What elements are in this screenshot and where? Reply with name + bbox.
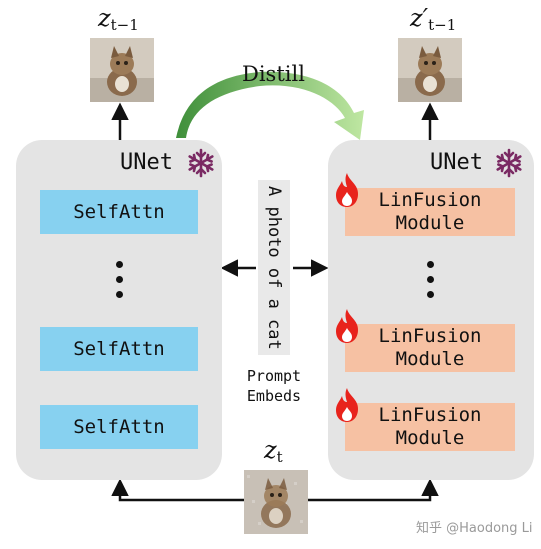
self-attn-block: SelfAttn xyxy=(40,405,198,449)
distill-label: Distill xyxy=(242,62,305,86)
input-route-right xyxy=(307,478,439,502)
ellipsis-dots-right xyxy=(425,261,435,306)
cat-image-input xyxy=(244,470,308,534)
snowflake-icon xyxy=(496,148,522,178)
z-prev-prime-label: z′t−1 xyxy=(410,4,457,34)
flame-icon xyxy=(336,388,358,422)
linfusion-module-block: LinFusion Module xyxy=(345,324,515,372)
linfusion-module-block: LinFusion Module xyxy=(345,403,515,451)
distill-arrow xyxy=(176,71,364,140)
z-t-label: zt xyxy=(264,436,283,466)
watermark-text: 知乎 @Haodong Li xyxy=(416,521,533,536)
prompt-embeds-label: Prompt Embeds xyxy=(228,366,320,406)
snowflake-icon xyxy=(188,148,214,178)
cat-image-output-right xyxy=(398,38,462,102)
flame-icon xyxy=(336,173,358,207)
linfusion-module-block: LinFusion Module xyxy=(345,188,515,236)
self-attn-block: SelfAttn xyxy=(40,327,198,371)
self-attn-block: SelfAttn xyxy=(40,190,198,234)
flame-icon xyxy=(336,309,358,343)
linfusion-line1: LinFusion xyxy=(378,189,482,211)
linfusion-line2: Module xyxy=(395,212,465,234)
prompt-embeds-line1: Prompt xyxy=(246,367,302,385)
prompt-text: A photo of a cat xyxy=(264,185,284,350)
linfusion-line2: Module xyxy=(395,427,465,449)
cat-image-output-left xyxy=(90,38,154,102)
linfusion-line1: LinFusion xyxy=(378,404,482,426)
input-route xyxy=(111,478,245,502)
unet-title-right: UNet xyxy=(430,150,483,175)
linfusion-line1: LinFusion xyxy=(378,325,482,347)
z-prev-label: zt−1 xyxy=(98,4,139,34)
prompt-embeds-line2: Embeds xyxy=(246,387,302,405)
ellipsis-dots-left xyxy=(114,261,124,306)
unet-title-left: UNet xyxy=(120,150,173,175)
linfusion-line2: Module xyxy=(395,348,465,370)
prompt-text-strip: A photo of a cat xyxy=(258,180,290,355)
